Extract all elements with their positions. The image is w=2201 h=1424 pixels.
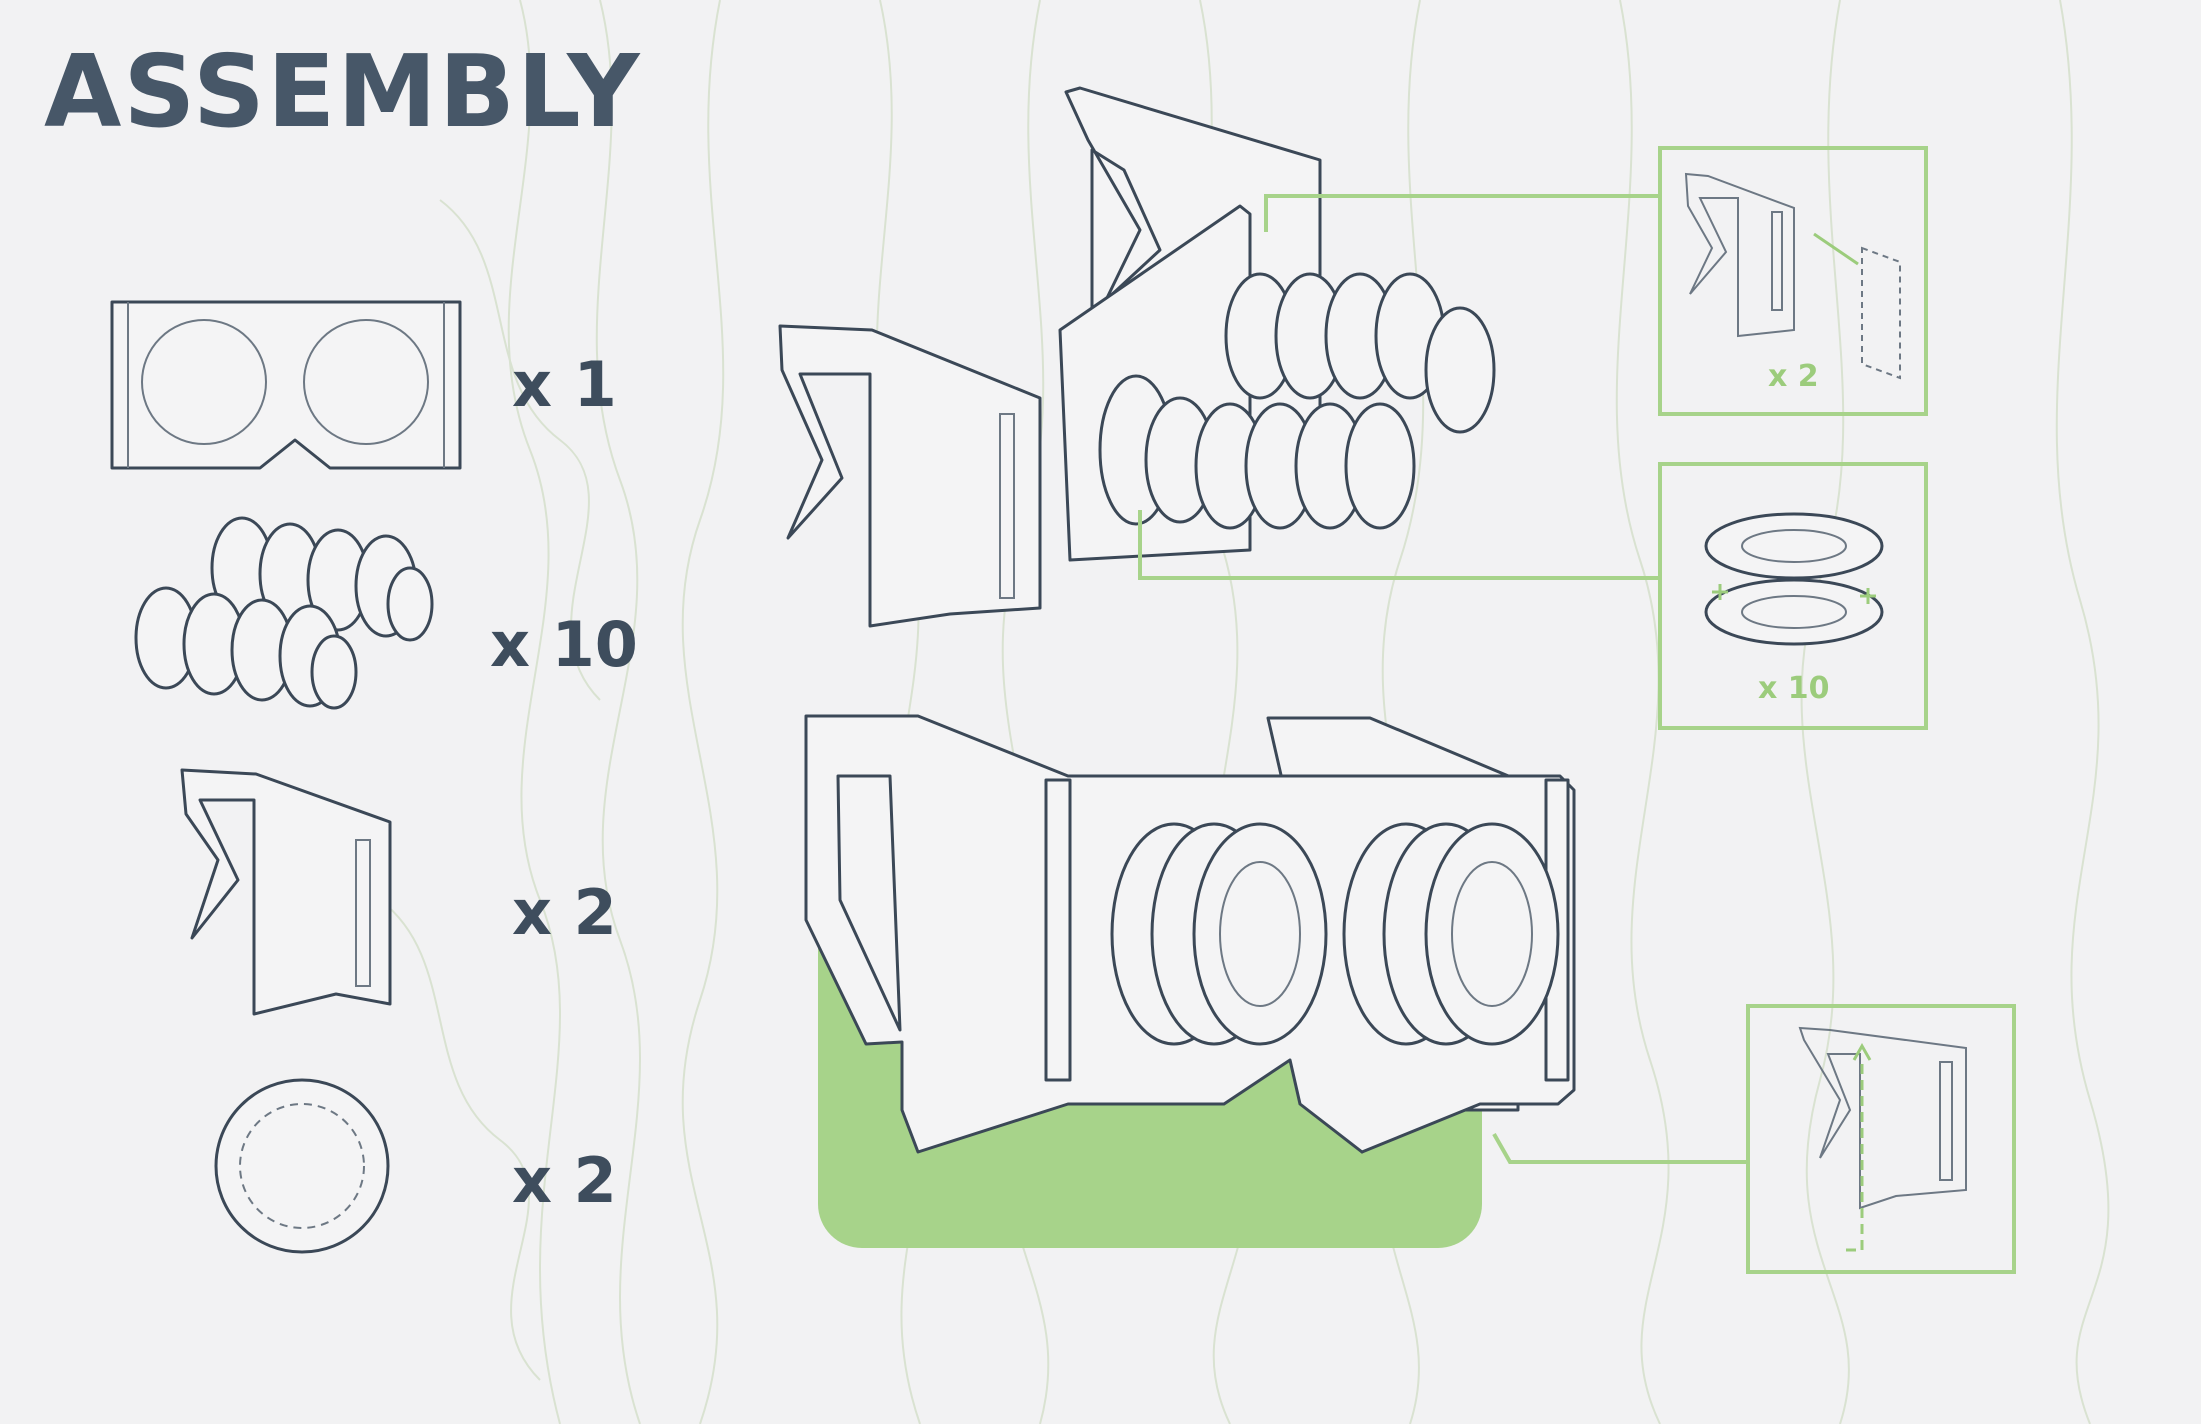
frame-part-illustration (110, 300, 462, 470)
page-title: ASSEMBLY (44, 33, 642, 150)
clip-quantity: x 2 (512, 876, 617, 949)
assembled-view-illustration (804, 714, 1576, 1248)
callout-spring-detail (1658, 462, 1928, 730)
callout-clip-detail (1658, 146, 1928, 416)
clip-part-illustration (180, 768, 392, 1016)
exploded-view-illustration (778, 86, 1496, 628)
callout-insertion-detail (1746, 1004, 2016, 1274)
lens-part-illustration (214, 1078, 390, 1254)
spring-callout-quantity: x 10 (1758, 671, 1830, 706)
lens-quantity: x 2 (512, 1144, 617, 1217)
springs-quantity: x 10 (490, 608, 638, 681)
callout-leader-lines (1138, 194, 1748, 1164)
clip-callout-quantity: x 2 (1768, 359, 1819, 394)
springs-part-illustration (134, 516, 434, 710)
frame-quantity: x 1 (512, 348, 617, 421)
